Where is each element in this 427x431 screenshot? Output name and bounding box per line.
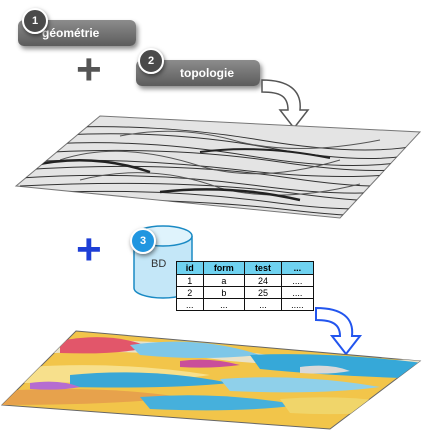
table-row: 1 a 24 .... (176, 274, 315, 287)
database-label: BD (151, 258, 167, 270)
table-cell: 24 (244, 274, 282, 287)
table-cell: 1 (176, 274, 204, 287)
table-cell: .... (280, 286, 315, 299)
curved-arrow-blue-icon (315, 306, 363, 356)
table-cell: ... (176, 298, 204, 311)
table-header-cell: test (244, 261, 282, 275)
table-cell: .... (280, 274, 315, 287)
table-cell: ... (244, 298, 282, 311)
plus-sign-blue: + (76, 225, 102, 274)
table-cell: 25 (244, 286, 282, 299)
curved-arrow-gray-icon (261, 79, 310, 130)
table-header-row: id form test ... (176, 261, 315, 275)
step-topology-label: topologie (180, 66, 234, 80)
table-cell: a (202, 274, 246, 287)
table-cell: 2 (176, 286, 204, 299)
table-header-cell: form (202, 261, 246, 275)
table-cell: ..... (280, 298, 315, 311)
geological-map-plane (0, 330, 422, 430)
table-row: 2 b 25 .... (176, 286, 315, 299)
contour-map-plane (14, 115, 422, 219)
table-header-cell: ... (280, 261, 315, 275)
attribute-table: id form test ... 1 a 24 .... 2 b 25 ....… (176, 261, 315, 311)
table-row: ... ... ... ..... (176, 298, 315, 311)
table-header-cell: id (176, 261, 204, 275)
plus-sign-gray: + (76, 45, 102, 94)
table-cell: ... (202, 298, 246, 311)
step-1-badge: 1 (22, 8, 48, 34)
step-geometry-label: géométrie (42, 26, 100, 40)
step-3-badge: 3 (130, 228, 156, 254)
table-cell: b (202, 286, 246, 299)
step-2-badge: 2 (138, 48, 164, 74)
